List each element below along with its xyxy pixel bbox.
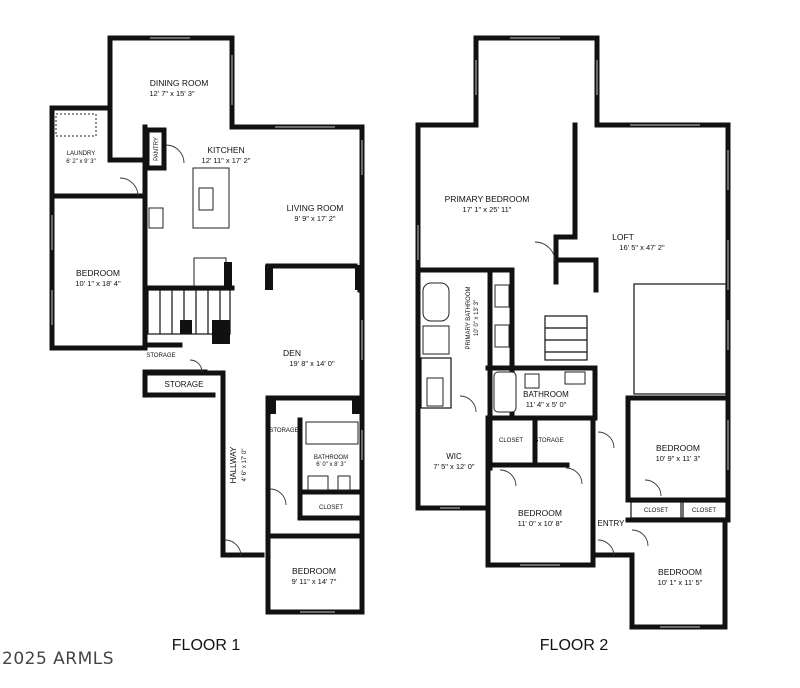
bedroom-left-dims: 10' 1" x 18' 4" — [75, 279, 121, 288]
closet-b-label: CLOSET — [692, 508, 716, 514]
closet-a-label: CLOSET — [644, 508, 668, 514]
living-room-label: LIVING ROOM — [287, 203, 344, 213]
bedroom-left-label: BEDROOM — [76, 268, 120, 278]
kitchen-dims: 12' 11" x 17' 2" — [202, 156, 251, 165]
pantry-label: PANTRY — [154, 137, 160, 161]
copyright-watermark: 2025 ARMLS — [2, 649, 114, 669]
bathroom-2-label: BATHROOM — [523, 390, 569, 399]
closet-1-label: CLOSET — [319, 505, 343, 511]
storage-2-label: STORAGE — [534, 438, 563, 444]
den-label: DEN — [283, 348, 301, 358]
laundry-dims: 6' 2" x 9' 3" — [66, 159, 96, 165]
bedroom-bottom-2-label: BEDROOM — [658, 567, 702, 577]
bedroom-bottom-2-dims: 10' 1" x 11' 5" — [658, 578, 703, 587]
laundry-label: LAUNDRY — [67, 151, 96, 157]
wic-dims: 7' 5" x 12' 0" — [433, 462, 474, 471]
dining-room-dims: 12' 7" x 15' 3" — [149, 89, 195, 98]
storage-small-label: STORAGE — [146, 353, 175, 359]
bedroom-mid-label: BEDROOM — [518, 508, 562, 518]
floor-2-labels: PRIMARY BEDROOM 17' 1" x 25' 11" PRIMARY… — [433, 194, 727, 654]
living-room-dims: 9' 9" x 17' 2" — [294, 214, 335, 223]
floor-1-labels: DINING ROOM 12' 7" x 15' 3" KITCHEN 12' … — [66, 78, 348, 654]
floor-1-plan — [49, 35, 365, 615]
bathroom-1-dims: 6' 0" x 8' 3" — [316, 462, 346, 468]
floor-1-title: FLOOR 1 — [172, 637, 241, 654]
dining-room-label: DINING ROOM — [150, 78, 209, 88]
storage-hall-label: STORAGE — [269, 428, 298, 434]
loft-dims: 16' 5" x 47' 2" — [619, 243, 665, 252]
bathroom-2-dims: 11' 4" x 5' 0" — [526, 400, 567, 409]
bedroom-mid-dims: 11' 0" x 10' 8" — [518, 519, 563, 528]
floor-2-title: FLOOR 2 — [540, 637, 609, 654]
primary-bedroom-label: PRIMARY BEDROOM — [445, 194, 530, 204]
primary-bath-label: PRIMARY BATHROOM — [466, 286, 472, 349]
hallway-label: HALLWAY — [229, 446, 238, 483]
bedroom-bottom-label: BEDROOM — [292, 566, 336, 576]
hallway-dims: 4' 6" x 17' 0" — [242, 449, 248, 482]
wic-label: WIC — [446, 452, 462, 461]
entry-label: ENTRY — [598, 519, 626, 528]
primary-bedroom-dims: 17' 1" x 25' 11" — [463, 205, 512, 214]
bedroom-right-label: BEDROOM — [656, 443, 700, 453]
den-dims: 19' 8" x 14' 0" — [289, 359, 335, 368]
loft-label: LOFT — [612, 232, 634, 242]
bathroom-1-label: BATHROOM — [314, 455, 348, 461]
kitchen-label: KITCHEN — [207, 145, 244, 155]
primary-bath-dims: 10' 0" x 13' 3" — [474, 300, 480, 336]
storage-large-label: STORAGE — [165, 380, 204, 389]
closet-left-label: CLOSET — [499, 438, 523, 444]
bedroom-bottom-dims: 9' 11" x 14' 7" — [292, 577, 337, 586]
bedroom-right-dims: 10' 9" x 11' 3" — [656, 454, 701, 463]
floor-2-plan — [415, 35, 731, 630]
